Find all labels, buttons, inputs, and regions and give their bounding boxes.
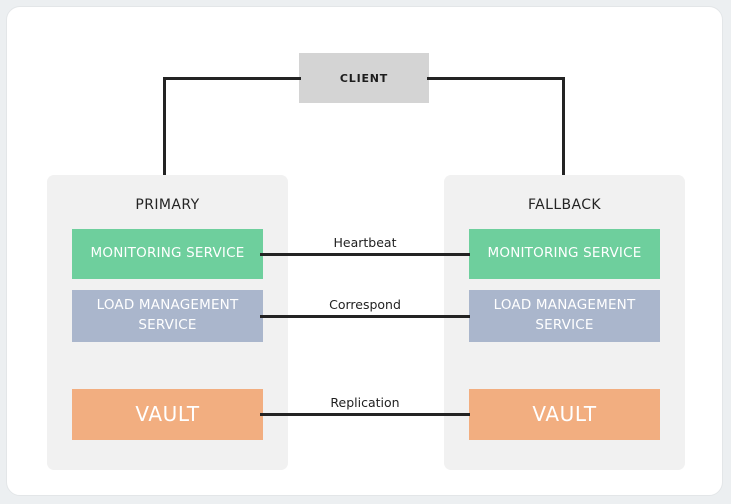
primary-monitoring-service-label: MONITORING SERVICE (90, 245, 245, 262)
primary-load-management-service-label: LOAD MANAGEMENT SERVICE (96, 297, 239, 333)
connector-heartbeat-line (260, 253, 470, 256)
connector-client-to-fallback-horizontal (427, 77, 565, 80)
fallback-monitoring-service-label: MONITORING SERVICE (487, 245, 642, 262)
connector-client-to-primary-vertical (163, 77, 166, 176)
panel-primary-title: PRIMARY (135, 197, 200, 213)
panel-fallback: FALLBACK MONITORING SERVICE LOAD MANAGEM… (444, 175, 685, 470)
connector-heartbeat-label: Heartbeat (333, 235, 397, 250)
connector-client-to-fallback-vertical (562, 77, 565, 176)
client-node-label: CLIENT (339, 71, 389, 85)
primary-vault-box[interactable]: VAULT (72, 389, 263, 440)
connector-replication-line (260, 413, 470, 416)
fallback-monitoring-service-box[interactable]: MONITORING SERVICE (469, 229, 660, 279)
primary-vault-label: VAULT (135, 402, 200, 426)
panel-fallback-title: FALLBACK (527, 197, 602, 213)
fallback-load-management-service-box[interactable]: LOAD MANAGEMENT SERVICE (469, 290, 660, 342)
primary-load-management-service-box[interactable]: LOAD MANAGEMENT SERVICE (72, 290, 263, 342)
connector-client-to-primary-horizontal (163, 77, 301, 80)
fallback-load-management-service-label: LOAD MANAGEMENT SERVICE (493, 297, 636, 333)
panel-primary: PRIMARY MONITORING SERVICE LOAD MANAGEME… (47, 175, 288, 470)
fallback-vault-label: VAULT (532, 402, 597, 426)
connector-correspond-label: Correspond (329, 297, 401, 312)
connector-replication-label: Replication (330, 395, 400, 410)
fallback-vault-box[interactable]: VAULT (469, 389, 660, 440)
client-node[interactable]: CLIENT (299, 53, 429, 103)
diagram-card: CLIENT PRIMARY MONITORING SERVICE LOAD M… (6, 6, 723, 496)
connector-correspond-line (260, 315, 470, 318)
primary-monitoring-service-box[interactable]: MONITORING SERVICE (72, 229, 263, 279)
